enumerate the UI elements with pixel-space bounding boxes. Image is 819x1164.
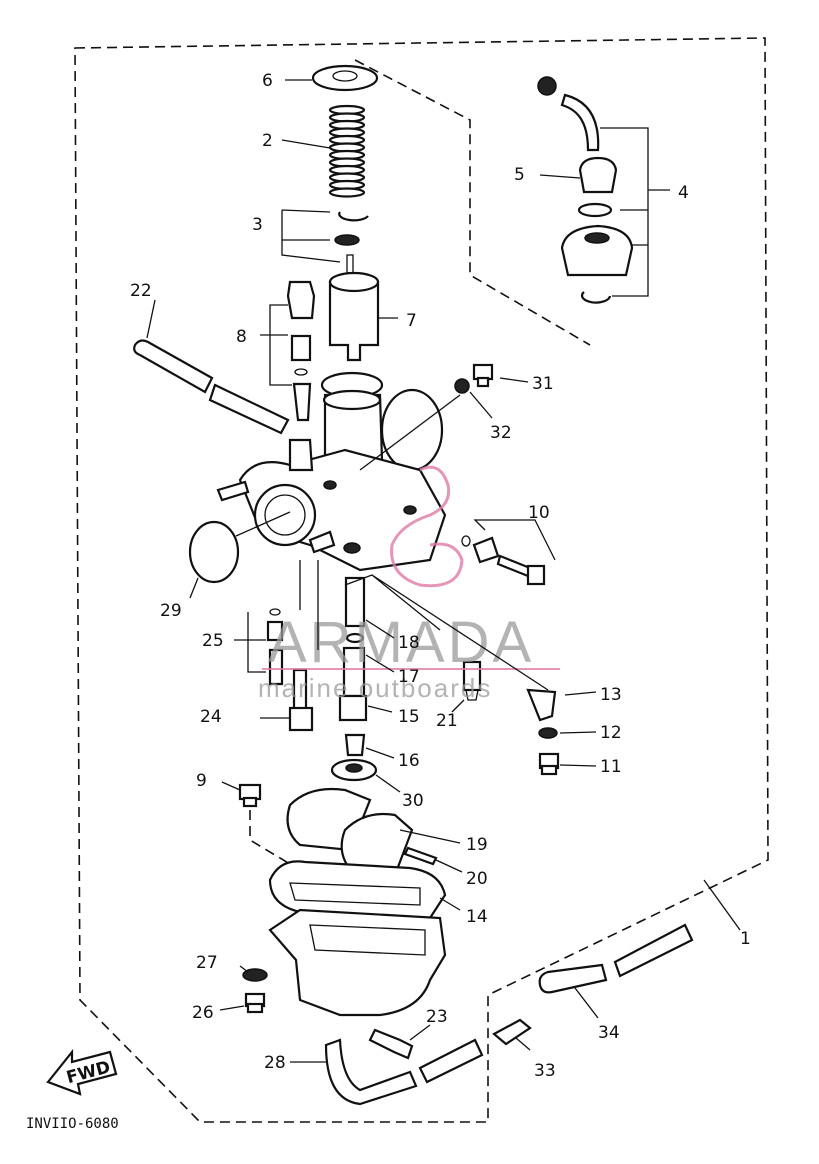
part-7-throttle-valve [328, 254, 380, 362]
watermark-title: ARMADA [268, 610, 534, 675]
label-1: 1 [740, 929, 751, 949]
part-20-pin [403, 846, 438, 866]
label-18: 18 [398, 633, 420, 653]
label-3: 3 [252, 215, 263, 235]
part-26-drain-screw [244, 992, 266, 1014]
part-3-clips [334, 211, 369, 246]
part-31-screw [472, 363, 494, 388]
label-30: 30 [402, 791, 424, 811]
label-25: 25 [202, 631, 224, 651]
part-29-gasket [188, 520, 240, 584]
label-19: 19 [466, 835, 488, 855]
part-11-screw [538, 752, 560, 776]
part-2-spring [328, 104, 366, 198]
part-8-air-screw-assembly [269, 280, 316, 422]
label-12: 12 [600, 723, 622, 743]
part-14-gasket-inner [289, 882, 421, 906]
label-24: 24 [200, 707, 222, 727]
part-9-screw [238, 783, 262, 808]
part-number-labels: 6 2 3 7 8 22 5 4 31 32 10 29 25 18 17 15… [130, 71, 751, 1081]
label-14: 14 [466, 907, 488, 927]
spring-coil [328, 187, 366, 198]
part-14-float-chamber-gasket [268, 860, 447, 920]
part-13-bracket [526, 688, 557, 722]
label-21: 21 [436, 711, 458, 731]
label-31: 31 [532, 374, 554, 394]
part-23-drain-nipple [368, 1028, 414, 1060]
label-5: 5 [514, 165, 525, 185]
part-4-cable-adjuster-group [537, 76, 670, 304]
carburetor-body [216, 371, 447, 572]
label-8: 8 [236, 327, 247, 347]
label-22: 22 [130, 281, 152, 301]
part-33-fitting [492, 1018, 532, 1046]
label-34: 34 [598, 1023, 620, 1043]
label-11: 11 [600, 757, 622, 777]
subassembly-boundary-4 [354, 59, 591, 346]
part-19-float [286, 787, 414, 877]
part-27-washer [242, 968, 268, 982]
label-17: 17 [398, 667, 420, 687]
part-22-hoses [133, 339, 290, 435]
float-bowl [268, 908, 447, 1017]
watermark-logo-icon [390, 465, 464, 588]
watermark-subtitle: marine outboards [258, 673, 492, 703]
part-28-drain-hose [324, 1038, 418, 1106]
label-6: 6 [262, 71, 273, 91]
part-25-24-jets [247, 608, 314, 732]
label-13: 13 [600, 685, 622, 705]
label-16: 16 [398, 751, 420, 771]
armada-watermark: ARMADA marine outboards [258, 465, 560, 703]
label-23: 23 [426, 1007, 448, 1027]
label-26: 26 [192, 1003, 214, 1023]
fwd-arrow-icon: FWD [46, 1048, 118, 1096]
label-2: 2 [262, 131, 273, 151]
label-28: 28 [264, 1053, 286, 1073]
label-20: 20 [466, 869, 488, 889]
label-29: 29 [160, 601, 182, 621]
part-28-extension-hose [418, 1038, 484, 1084]
leader-lines [146, 79, 741, 1063]
jet-parts-column [330, 576, 378, 782]
label-27: 27 [196, 953, 218, 973]
label-9: 9 [196, 771, 207, 791]
label-33: 33 [534, 1061, 556, 1081]
part-9-leader [249, 810, 301, 871]
part-34-fuel-hose [538, 923, 694, 994]
label-15: 15 [398, 707, 420, 727]
part-12-washer [538, 727, 558, 739]
part-32-washer [454, 378, 470, 394]
diagram-code: INVIIO-6080 [26, 1116, 119, 1132]
part-6-washer [311, 64, 379, 92]
label-32: 32 [490, 423, 512, 443]
label-7: 7 [406, 311, 417, 331]
label-10: 10 [528, 503, 550, 523]
part-10-pilot-screw-set [461, 519, 556, 586]
label-4: 4 [678, 183, 689, 203]
